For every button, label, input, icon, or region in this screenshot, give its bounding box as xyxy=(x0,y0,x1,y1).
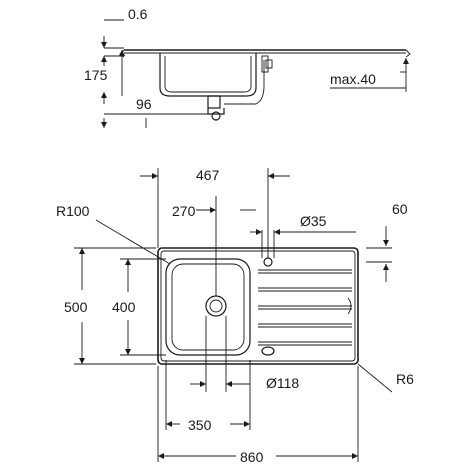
waste-trap xyxy=(207,108,225,115)
waste-outlet xyxy=(207,95,221,109)
bowl-inner-profile xyxy=(164,56,252,93)
bowl-side-profile xyxy=(159,53,257,97)
dim-overall-depth-label: 500 xyxy=(64,299,88,315)
dim-inner-width-label: 270 xyxy=(172,203,196,219)
trap-connector xyxy=(211,111,221,121)
dim-thickness-label: 0.6 xyxy=(128,6,148,22)
dim-bowl-length-label: 400 xyxy=(112,299,136,315)
tap-hole xyxy=(263,257,273,267)
side-view: 0.6 175 96 max.40 xyxy=(84,6,411,128)
dim-tap-hole-label: Ø35 xyxy=(300,213,327,229)
bowl-inner-outline xyxy=(171,263,245,351)
waste-inner-ring xyxy=(209,299,223,313)
overflow-fitting xyxy=(261,55,269,73)
dim-depth-label: 175 xyxy=(84,67,108,83)
dim-waste-diameter-label: Ø118 xyxy=(266,375,299,391)
dim-bowl-radius-label: R100 xyxy=(56,203,90,219)
sink-outline xyxy=(157,247,359,365)
dim-overall-width-label: 860 xyxy=(240,449,264,465)
dim-cutout-width-label: 350 xyxy=(188,417,212,433)
overflow-hose-bend xyxy=(255,60,265,105)
dim-bowl-depth-label: 96 xyxy=(136,96,152,112)
dim-tap-offset-label: 60 xyxy=(392,201,408,217)
waste-outer-ring xyxy=(205,295,227,317)
dim-max-label: max.40 xyxy=(330,71,376,87)
drainer-ribs xyxy=(258,269,352,346)
overflow-knob xyxy=(265,59,273,69)
bowl-outline xyxy=(165,258,251,356)
sink-inner-outline xyxy=(160,250,356,362)
overflow-outlet xyxy=(261,346,275,356)
top-view: 467 270 R100 Ø35 60 500 xyxy=(56,167,414,465)
dim-outer-width-label: 467 xyxy=(196,167,220,183)
dim-outer-radius-label: R6 xyxy=(396,371,414,387)
